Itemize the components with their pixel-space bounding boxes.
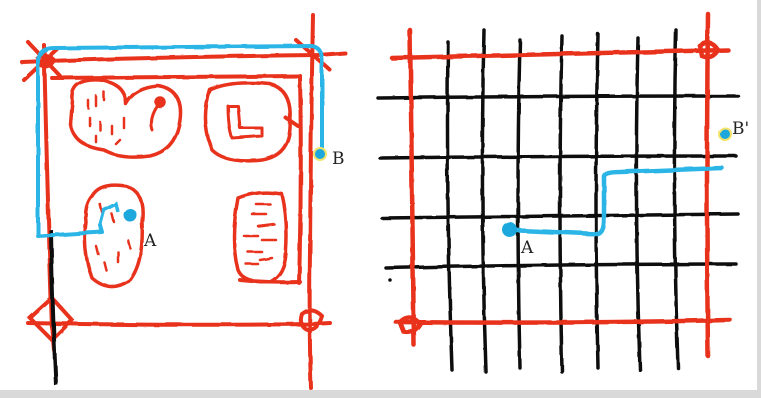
right-panel	[378, 14, 738, 372]
left-inner-right	[299, 76, 301, 283]
block-bottom-right-hatch	[244, 204, 276, 264]
right-label-B: B'	[732, 119, 749, 139]
left-top-road	[22, 53, 345, 62]
left-label-A: A	[143, 231, 157, 251]
left-black-road	[51, 230, 56, 385]
right-point-A	[503, 223, 518, 238]
grid-h-1	[378, 96, 738, 98]
left-bottom-road	[28, 323, 330, 325]
block-L-letter	[228, 106, 262, 138]
block-top-left-pin	[151, 104, 158, 130]
left-small-dead-end	[286, 118, 298, 126]
grid-v-7	[674, 30, 678, 368]
left-inner-top	[52, 76, 300, 78]
block-top-left	[70, 80, 181, 157]
grid-h-3	[382, 214, 738, 218]
block-top-left-pin-head	[156, 98, 164, 106]
left-label-B: B	[332, 149, 345, 169]
right-red-bl-node	[400, 317, 420, 332]
left-red-roads	[22, 15, 345, 388]
grid-v-5	[596, 34, 598, 368]
block-bottom-right	[234, 193, 287, 283]
right-red-right	[707, 14, 708, 356]
grid-h-2	[380, 156, 736, 158]
left-panel	[22, 15, 345, 388]
block-A-outline	[85, 185, 143, 286]
right-point-B	[719, 128, 731, 140]
left-blue-hook	[100, 204, 118, 225]
left-blocks	[70, 80, 290, 287]
left-right-road	[310, 15, 313, 388]
block-top-left-hatch	[88, 92, 124, 144]
block-L-outline	[205, 83, 290, 161]
grid-v-3	[518, 40, 520, 368]
sketch-svg: A B A B	[0, 0, 757, 390]
left-point-A	[124, 209, 137, 222]
right-blue-route	[508, 168, 722, 234]
right-label-A: A	[520, 238, 534, 258]
left-point-B	[314, 148, 326, 160]
right-red-left	[410, 30, 414, 345]
right-red-bottom	[396, 320, 730, 323]
